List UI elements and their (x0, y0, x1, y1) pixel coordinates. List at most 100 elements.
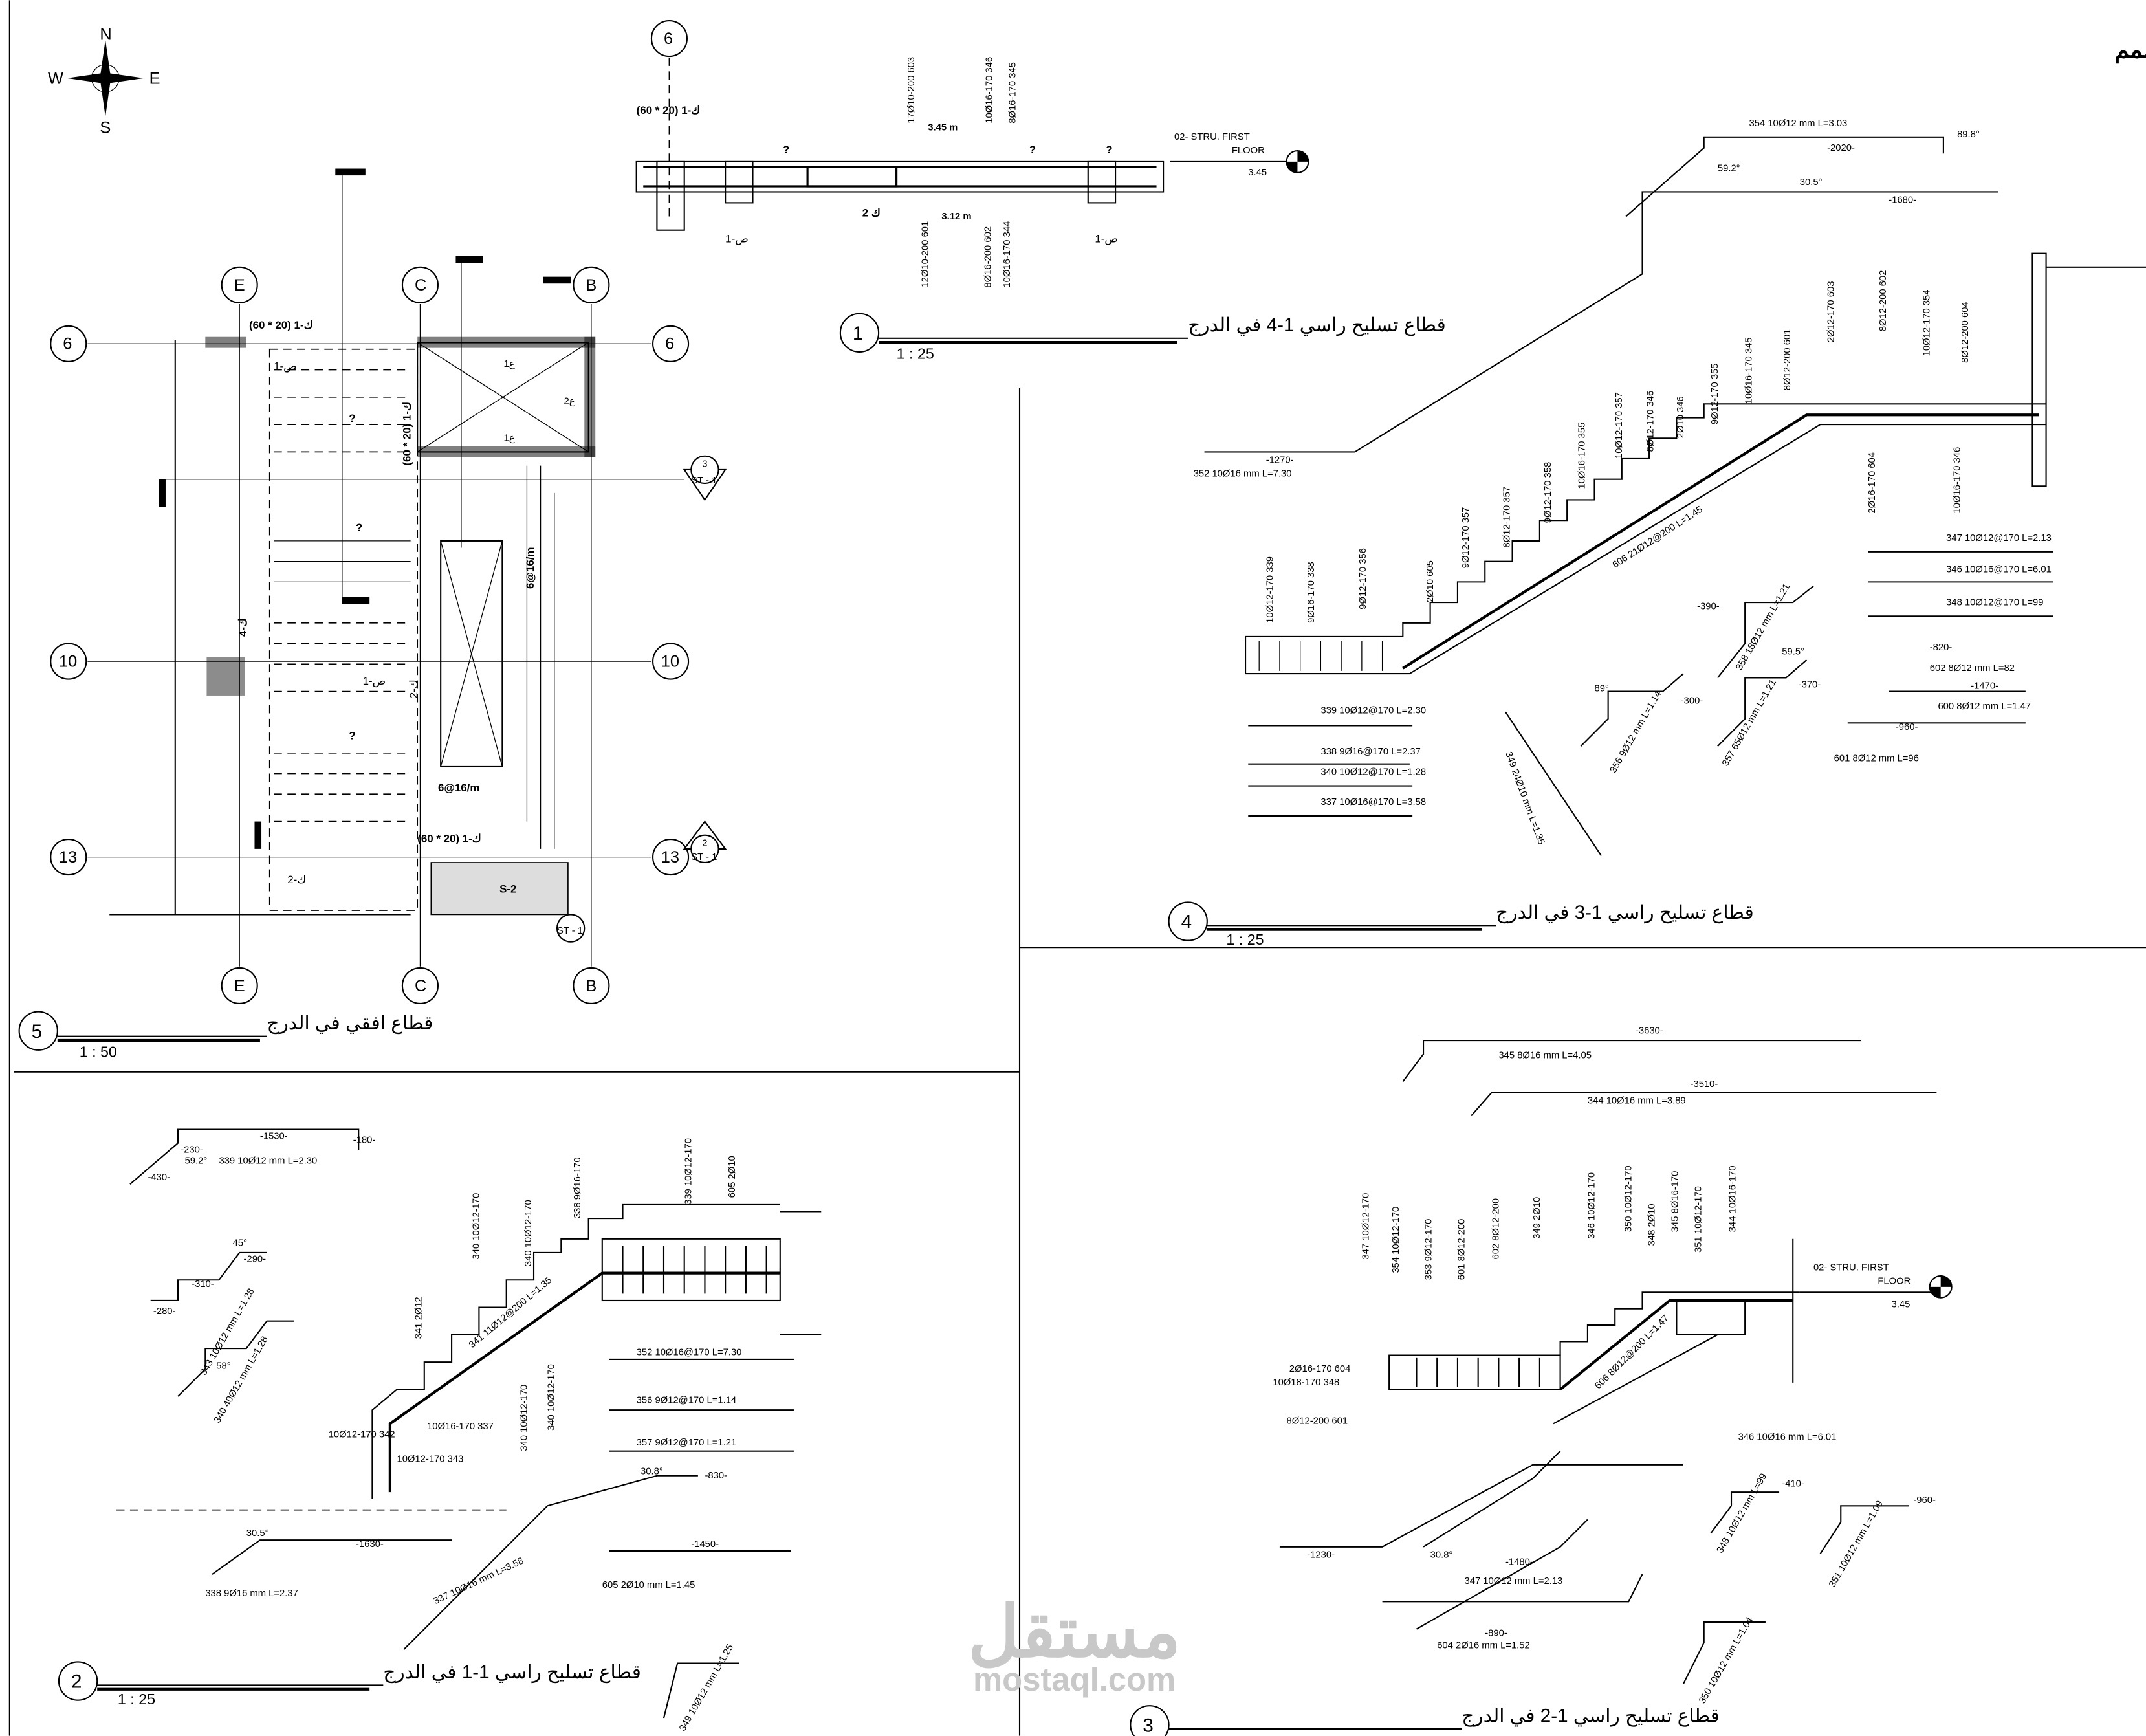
drawing-label: 339 10Ø12@170 L=2.30 (1320, 705, 1426, 716)
drawing-label: 350 10Ø12-170 (1624, 1165, 1634, 1232)
drawing-label: ص-1 (363, 675, 386, 688)
drawing-label: 10Ø16-170 346 (985, 57, 995, 124)
drawing-label: mostaql.com (973, 1661, 1176, 1698)
drawing-label: 348 2Ø10 (1647, 1203, 1658, 1246)
view-3-section: 02- STRU. FIRST FLOOR 3.45 345 8Ø16 mm L… (1130, 1026, 1953, 1736)
drawing-label: 338 9Ø16 mm L=2.37 (205, 1588, 298, 1599)
level-marker-view1: 02- STRU. FIRST FLOOR 3.45 (1170, 132, 1309, 178)
grid-bubble-6-right: 6 (652, 325, 690, 362)
drawing-label: -430- (148, 1172, 170, 1183)
drawing-label: 9Ø12-170 358 (1543, 462, 1553, 523)
drawing-label: -1450- (691, 1539, 719, 1550)
drawing-label: -310- (192, 1279, 214, 1290)
grid-bubble-6-left: 6 (50, 325, 87, 362)
drawing-label: 354 10Ø12 mm L=3.03 (1749, 118, 1848, 129)
drawing-label: 6 (664, 30, 673, 48)
drawing-label: -1630- (356, 1539, 384, 1550)
drawing-label: 604 2Ø16 mm L=1.52 (1437, 1640, 1530, 1651)
north-arrow-icon: N S E W (48, 26, 160, 137)
drawing-label: 13 (661, 848, 679, 866)
drawing-label: قطاع تسليح راسي 1-4 في الدرج (1188, 314, 1446, 336)
drawing-label: 2Ø12-170 603 (1826, 281, 1837, 343)
view-5-plan: E C B E C B 6 6 10 10 13 13 (18, 168, 727, 1060)
drawing-label: 2Ø16-170 604 (1867, 452, 1878, 514)
level-marker-view3: 02- STRU. FIRST FLOOR 3.45 (1799, 1262, 1953, 1310)
drawing-label: ? (783, 144, 789, 156)
drawing-label: ST - 1 (691, 476, 717, 486)
drawing-label: 59.2° (1718, 164, 1740, 174)
drawing-label: ك-2 (287, 873, 306, 886)
grid-bubble-b-bottom: B (573, 967, 610, 1004)
drawing-label: 1 : 50 (80, 1043, 117, 1060)
drawing-label: (60 * 20) 1-ك (249, 319, 313, 331)
view-3-dims: -3630- -3510- -1230- -1480- 30.8° -890- … (1307, 1026, 1936, 1638)
drawing-label: 344 10Ø16-170 (1727, 1165, 1738, 1232)
general-note: - في حالة عدم وجود تفاصيل لجزء او قطاع ي… (2114, 36, 2146, 64)
drawing-label: 8Ø12-200 601 (1287, 1416, 1348, 1426)
drawing-label: 1 : 25 (118, 1691, 155, 1708)
drawing-label: 10 (59, 653, 77, 671)
drawing-label: -3510- (1691, 1079, 1718, 1090)
drawing-label: 600 8Ø12 mm L=1.47 (1938, 701, 2031, 712)
drawing-label: ك 2 (862, 207, 881, 219)
drawing-label: قطاع افقي في الدرج (267, 1013, 433, 1035)
drawing-label: ? (1029, 144, 1036, 156)
drawing-label: 10Ø12-170 342 (329, 1430, 395, 1440)
drawing-label: ك-4 (237, 618, 249, 637)
drawing-label: 10Ø12-170 343 (397, 1455, 463, 1465)
view-4-dims: -2020- 89.8° 59.2° 30.5° -1680- -1270- -… (1266, 129, 1998, 732)
drawing-label: 10Ø12-170 357 (1614, 392, 1625, 459)
drawing-label: 602 8Ø12-200 (1491, 1198, 1501, 1260)
drawing-label: 9Ø16-170 338 (1306, 562, 1317, 623)
drawing-label: 6@16/m (524, 547, 536, 589)
drawing-label: S (100, 119, 111, 137)
drawing-label: ص-1 (1095, 233, 1117, 246)
drawing-label: 346 10Ø12-170 (1586, 1172, 1597, 1239)
drawing-label: 9Ø12-170 357 (1461, 507, 1471, 569)
drawing-label: 354 10Ø12-170 (1391, 1207, 1401, 1273)
stirrups-v2 (622, 1246, 767, 1294)
drawing-label: 340 10Ø12-170 (547, 1364, 557, 1431)
grid-bubble-e-bottom: E (221, 967, 258, 1004)
drawing-label: ? (349, 730, 355, 742)
view-3-title-block: 3 قطاع تسليح راسي 1-2 في الدرج (1130, 1705, 1720, 1736)
drawing-label: 339 10Ø12-170 (683, 1138, 694, 1205)
drawing-label: 352 10Ø16 mm L=7.30 (1194, 468, 1292, 479)
drawing-label: W (48, 69, 63, 87)
drawing-label: ص-1 (274, 360, 296, 373)
drawing-label: 345 8Ø16-170 (1670, 1171, 1681, 1233)
drawing-label: C (415, 276, 426, 294)
drawing-label: 3 (1143, 1715, 1153, 1736)
drawing-label: 6 (63, 335, 72, 353)
drawing-label: 1 : 25 (897, 346, 934, 362)
drawing-label: 10 (661, 653, 679, 671)
drawing-label: B (586, 977, 597, 995)
drawing-label: -1230- (1307, 1550, 1335, 1561)
grid-bubble-10-left: 10 (50, 643, 87, 680)
drawing-label: 13 (59, 848, 77, 866)
drawing-label: ص-1 (725, 233, 748, 246)
drawing-label: 346 10Ø16 mm L=6.01 (1738, 1433, 1837, 1443)
drawing-label: 10Ø16-170 344 (1002, 221, 1013, 288)
drawing-label: 4 (1181, 912, 1192, 933)
drawing-label: N (100, 26, 111, 44)
drawing-label: -820- (1930, 643, 1953, 653)
drawing-label: 351 10Ø12-170 (1693, 1186, 1703, 1253)
drawing-label: 10Ø16-170 355 (1577, 423, 1588, 489)
drawing-label: 356 9Ø12@170 L=1.14 (637, 1396, 737, 1406)
drawing-label: -1470- (1971, 681, 1998, 691)
drawing-label: 345 8Ø16 mm L=4.05 (1498, 1051, 1592, 1061)
drawing-label: قطاع تسليح راسي 1-1 في الدرج (383, 1662, 641, 1684)
drawing-label: 352 10Ø16@170 L=7.30 (637, 1348, 742, 1358)
drawing-label: -300- (1681, 696, 1703, 707)
drawing-label: 2Ø16-170 604 (1289, 1364, 1351, 1374)
drawing-label: 602 8Ø12 mm L=82 (1930, 663, 2015, 674)
drawing-label: E (234, 977, 245, 995)
drawing-label: 340 10Ø12-170 (471, 1193, 481, 1260)
drawing-label: ? (349, 412, 355, 424)
drawing-label: 605 2Ø10 (727, 1156, 738, 1198)
grid-bubble-6-view1: 6 (650, 19, 688, 58)
drawing-label: 10Ø12-170 339 (1265, 556, 1275, 623)
drawing-label: -960- (1913, 1495, 1936, 1506)
drawing-label: 1 (853, 323, 863, 344)
